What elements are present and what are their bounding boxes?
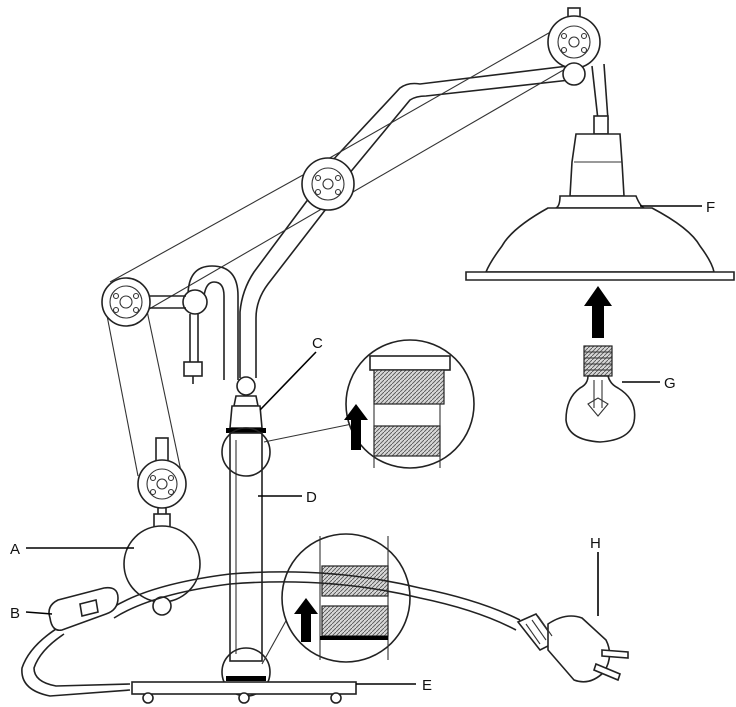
column <box>221 376 271 697</box>
left-pulley <box>101 277 186 327</box>
belt-lines <box>103 29 599 477</box>
power-switch <box>48 586 119 632</box>
lower-pulley <box>137 437 187 529</box>
zoom-detail-lower <box>261 533 411 665</box>
counterweight <box>123 525 201 616</box>
zoom-detail-upper <box>263 339 475 469</box>
label-g: G <box>664 375 676 392</box>
arrow-up-icon <box>584 286 612 338</box>
label-a: A <box>10 541 20 558</box>
counter-arm <box>182 265 239 384</box>
lamp-shade <box>465 115 735 281</box>
power-cable <box>21 571 521 697</box>
lower-arm <box>239 185 337 378</box>
label-e: E <box>422 677 432 694</box>
label-b: B <box>10 605 20 622</box>
upper-arm <box>317 65 571 193</box>
base <box>131 681 357 704</box>
top-pulley <box>547 7 609 121</box>
label-h: H <box>590 535 601 552</box>
leader-lines <box>25 205 702 685</box>
label-c: C <box>312 335 323 352</box>
label-d: D <box>306 489 317 506</box>
power-plug <box>516 613 629 683</box>
middle-pulley <box>301 157 355 211</box>
light-bulb <box>565 345 636 443</box>
label-f: F <box>706 199 715 216</box>
